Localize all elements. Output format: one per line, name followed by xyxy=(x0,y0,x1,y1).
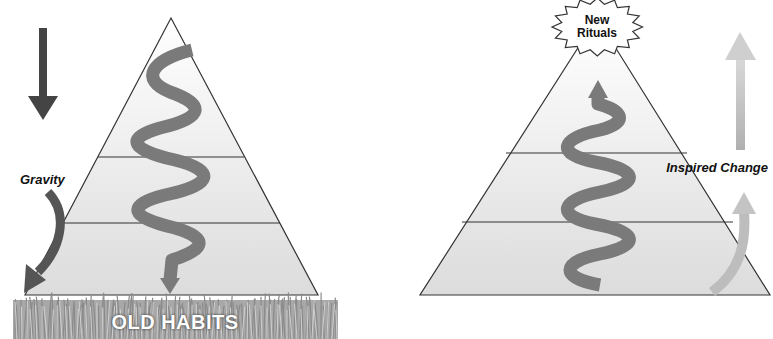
starburst-node: New Rituals xyxy=(551,0,644,57)
gravity-arrow xyxy=(24,28,60,293)
up-spiral xyxy=(567,96,629,285)
right-pyramid xyxy=(420,18,770,295)
force-label: Gravity xyxy=(20,172,65,187)
node-text: OLD HABITS xyxy=(111,311,238,333)
left-pyramid xyxy=(25,18,318,295)
spiral-arrowhead xyxy=(588,80,608,98)
spiral-arrowhead xyxy=(160,278,180,294)
node-text: New Rituals xyxy=(571,14,623,40)
down-spiral xyxy=(137,50,204,280)
grass-band: OLD HABITS xyxy=(13,290,338,339)
force-label: Inspired Change xyxy=(666,160,768,175)
